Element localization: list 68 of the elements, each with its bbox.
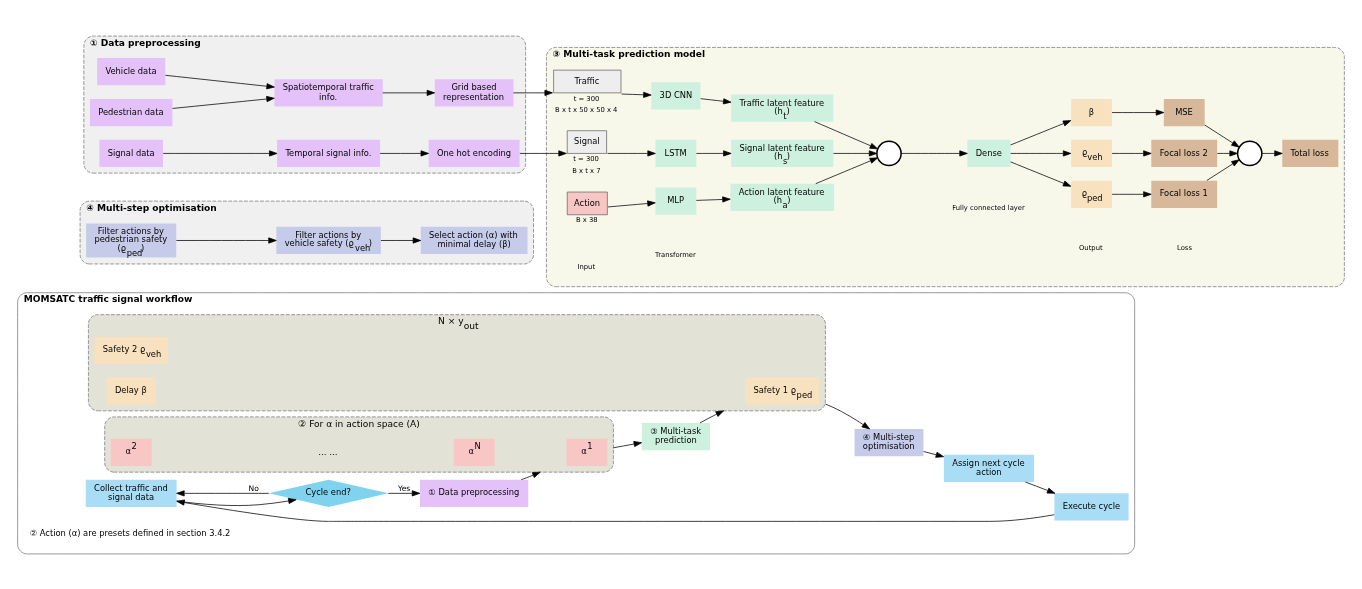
node-box: ③ Multi-task prediction: [641, 422, 710, 450]
node-circle: [1236, 140, 1263, 166]
node-box: MLP: [655, 187, 697, 215]
arrow: [176, 489, 270, 496]
arrow: [923, 450, 944, 458]
node-box: One hot encoding: [428, 139, 520, 167]
arrow: [1206, 158, 1240, 181]
node-box: Pedestrian data: [89, 98, 173, 126]
node-box: Total loss: [1282, 139, 1339, 167]
node-box: Select action (α) with minimal delay (β): [420, 226, 528, 254]
node-box: Signal data: [99, 139, 163, 167]
node-box: Grid based representation: [434, 78, 514, 106]
node-box: Dense: [967, 139, 1011, 167]
node-box: Spatiotemporal traffic info.: [274, 78, 383, 106]
arrow: [696, 149, 732, 156]
arrow: [520, 471, 541, 480]
arrow: [165, 74, 275, 89]
edge-label: Yes: [398, 483, 411, 493]
arrow: [621, 91, 652, 98]
arrow: [607, 200, 656, 207]
label: ② Action (α) are presets defined in section 3.4.2: [29, 527, 231, 538]
arrow: [1204, 124, 1240, 148]
edge-label: No: [248, 483, 259, 493]
node-box: ① Data preprocessing: [420, 479, 529, 507]
arrow: [519, 149, 567, 156]
node-box: ④ Multi-step optimisation: [854, 428, 924, 456]
arrow: [1111, 109, 1165, 116]
arrow: [1111, 190, 1152, 197]
node-box: Vehicle data: [97, 57, 166, 85]
arrow: [825, 403, 870, 429]
arrow: [900, 149, 968, 156]
arrow: [382, 89, 436, 96]
arrow: [1217, 149, 1238, 156]
arrow: [814, 120, 879, 149]
arrow: [513, 89, 553, 96]
arrow: [833, 149, 878, 156]
node-box: LSTM: [655, 139, 697, 167]
arrow: [1261, 149, 1283, 156]
arrow: [815, 156, 879, 184]
arrow: [700, 97, 732, 104]
node-box: Focal loss 2: [1151, 139, 1218, 167]
arrow: [379, 149, 429, 156]
node-box: Collect traffic and signal data: [85, 479, 177, 507]
arrow: [380, 236, 422, 243]
arrow: [1111, 149, 1152, 156]
node-box: Assign next cycle action: [943, 454, 1034, 482]
node-box: Execute cycle: [1054, 492, 1129, 521]
arrow: [176, 236, 277, 243]
node-box: Temporal signal info.: [277, 139, 381, 167]
arrow: [387, 489, 421, 496]
arrow: [176, 499, 1055, 522]
arrow: [607, 149, 656, 156]
label: … …: [318, 446, 338, 457]
node-box: β: [1071, 98, 1112, 126]
arrow: [176, 497, 297, 506]
node-box: MSE: [1163, 98, 1205, 126]
arrow: [613, 440, 642, 448]
arrow: [1010, 149, 1072, 156]
node-circle: [876, 140, 902, 166]
arrow: [1010, 161, 1072, 187]
arrow: [699, 409, 724, 423]
arrow: [162, 149, 278, 156]
arrow: [1025, 481, 1056, 494]
arrow: [1010, 119, 1072, 145]
node-box: Focal loss 1: [1151, 180, 1218, 208]
arrow: [696, 195, 731, 202]
arrow: [172, 95, 275, 109]
node-box: 3D CNN: [651, 81, 701, 109]
